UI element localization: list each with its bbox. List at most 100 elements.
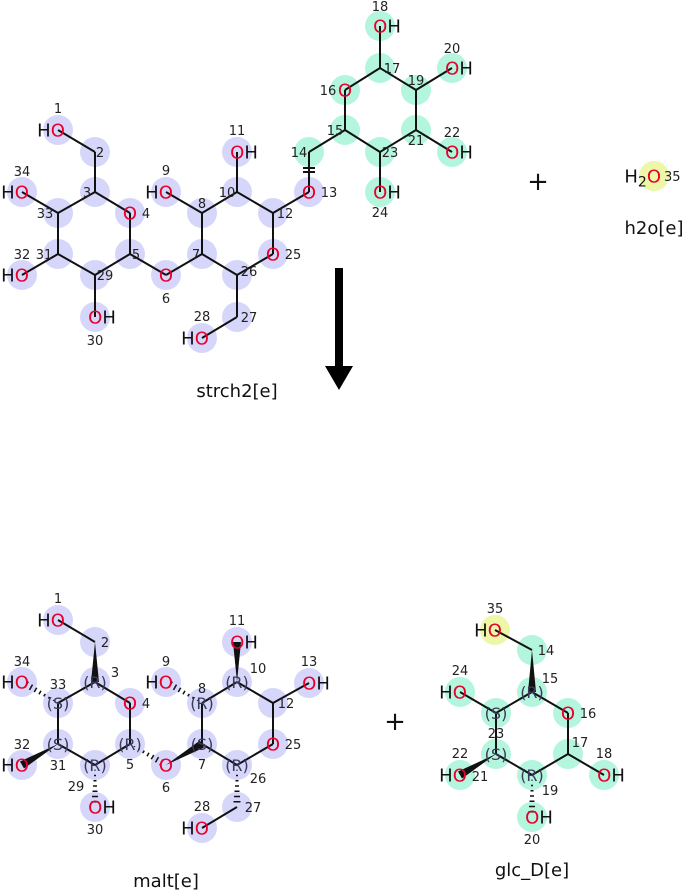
atom-number: 25 [285,738,302,753]
hydrogen: H [102,308,116,329]
atom-label: HO [1,266,29,287]
atom-number: 26 [241,265,258,280]
hydrogen: H [37,121,51,142]
hashed-bond [24,681,29,689]
malt-atom-10: (R)10 [225,662,266,692]
atom-number: 30 [87,334,104,349]
atom-number: 7 [198,758,206,773]
bond [379,129,417,153]
strch2-atom-21: 21 [408,134,425,149]
oxygen: O [338,81,352,102]
atom-number: 32 [14,738,31,753]
atom-number: 4 [142,697,150,712]
hydrogen: H [387,17,401,38]
oxygen: O [525,808,539,829]
molecule-name-glc: glc_D[e] [495,860,569,881]
atom-label: O [302,183,316,204]
stereo-label: (R) [83,673,107,692]
stereo-label: (S) [47,694,70,713]
strch2-atom-7: 7 [192,248,200,263]
oxygen: O [159,756,173,777]
bond [94,253,131,276]
stereo-label: (R) [190,694,214,713]
atom-label: OH [597,766,625,787]
wedge-bond [528,650,536,692]
hydrogen: H [37,611,51,632]
atom-label: HO [1,756,29,777]
oxygen: O [266,245,280,266]
strch2-atom-17: 17 [384,62,401,77]
glc-atom-15: (R)15 [520,672,558,702]
atom-number: 23 [382,146,399,161]
atom-number: 7 [192,248,200,263]
bond [236,191,274,214]
atom-number: 31 [50,759,67,774]
atom-number: 35 [487,602,504,617]
stereo-label: (S) [485,745,508,764]
strch2-atom-25: O 25 [266,245,301,266]
oxygen: O [159,673,173,694]
bond [57,129,96,153]
atom-number: 10 [250,662,267,677]
atom-number: 8 [198,682,206,697]
strch2-atom-14: 14 [291,146,308,161]
malt-atom-6: O6 [159,756,173,797]
strch2-atom-12: 12 [277,207,294,222]
bond [57,253,96,276]
atom-label: HO [145,673,173,694]
bond [165,191,203,214]
atom-label: HO [1,183,29,204]
atom-label: H2O [624,167,661,191]
bond [308,129,346,153]
atom-number: 28 [194,310,211,325]
glc-atom-19: (R)19 [520,766,558,799]
wedge-bond [457,754,496,779]
atom-number: 11 [229,614,246,629]
atom-label: O [266,245,280,266]
bond [415,67,453,91]
wedge-bond [166,740,205,765]
strch2-atom-2: 2 [96,146,104,161]
atom-number: 25 [285,248,302,263]
atom-number: 24 [372,206,389,221]
bond [531,753,569,776]
bond [94,191,131,214]
atom-number: 12 [278,697,295,712]
atom-number: 34 [14,165,31,180]
atom-number: 21 [472,770,489,785]
atom-label: O [123,694,137,715]
atom-number: 6 [162,781,170,796]
atom-number: 15 [327,124,344,139]
subscript: 2 [638,175,647,191]
hashed-bond [182,690,186,695]
strch2-atom-15: 15 [327,124,344,139]
bond [201,743,238,766]
hashed-bond [191,696,195,699]
atom-number: 23 [488,727,505,742]
strch2-atom-9: HO9 [145,164,173,204]
atom-number: 18 [372,0,389,15]
stereo-label: (R) [225,673,249,692]
wedge-bond [19,744,58,769]
oxygen: O [195,329,209,350]
atom-number: 30 [87,823,104,838]
bond [21,253,59,276]
bond [201,316,238,339]
hashed-bond [172,684,178,691]
hydrogen: H [539,808,553,829]
hydrogen: H [459,59,473,80]
malt-atom-3: (R)3 [83,666,119,692]
malt-atom-5: (R)5 [118,735,142,773]
atom-label: OH [230,143,258,164]
atom-number: 11 [229,124,246,139]
stereo-label: (R) [118,735,142,754]
